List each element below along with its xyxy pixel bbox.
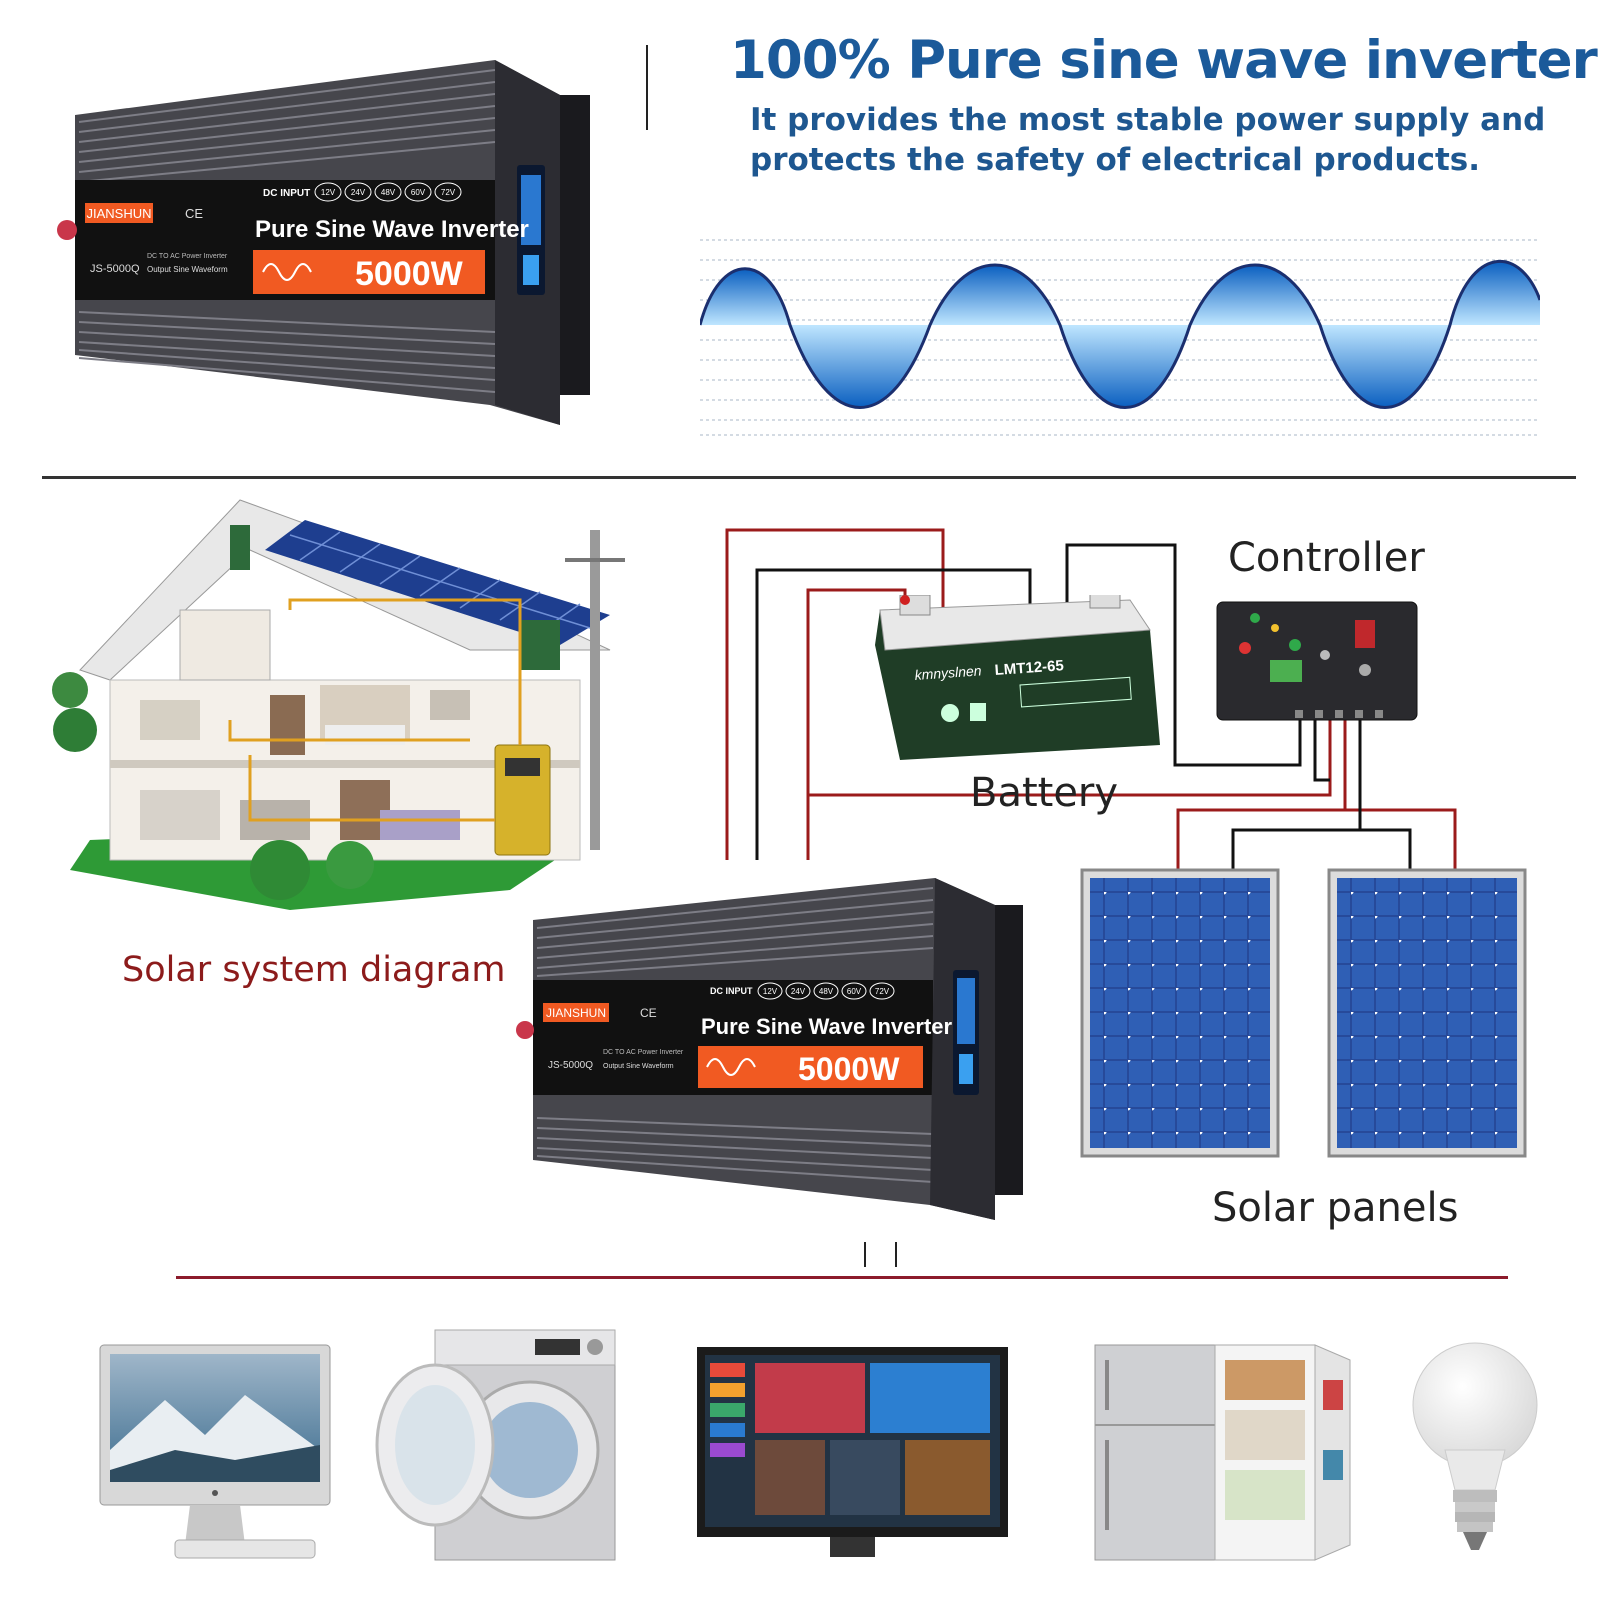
voltage-0: 12V (321, 188, 336, 197)
inverter-cert-2: CE (640, 1006, 657, 1020)
inverter-note-1: DC TO AC Power Inverter (147, 253, 228, 260)
sine-mini-icon-2 (706, 1058, 756, 1076)
sine-mini-icon (262, 263, 312, 281)
refrigerator-icon (1094, 1344, 1351, 1561)
inverter-title: Pure Sine Wave Inverter (255, 216, 529, 243)
inverter-brand-2: JIANSHUN (546, 1006, 606, 1020)
charge-controller-illustration (1216, 601, 1418, 721)
label-battery: Battery (970, 770, 1119, 816)
voltage-1-2: 24V (791, 987, 806, 996)
voltage-1: 24V (351, 188, 366, 197)
voltage-3-2: 60V (847, 987, 862, 996)
inverter-dc-input-2: DC INPUT (710, 986, 753, 996)
tick-mark-2 (895, 1242, 897, 1267)
desktop-monitor-icon (99, 1344, 331, 1559)
inverter-note-2: Output Sine Waveform (147, 265, 228, 274)
label-solar-system-diagram: Solar system diagram (122, 950, 506, 990)
voltage-3: 60V (411, 188, 426, 197)
separator-top (646, 45, 648, 130)
subline: It provides the most stable power supply… (750, 102, 1546, 178)
voltage-2: 48V (381, 188, 396, 197)
label-controller: Controller (1228, 535, 1425, 581)
inverter-model: JS-5000Q (90, 263, 140, 275)
inverter-top: JIANSHUN CE JS-5000Q DC TO AC Power Inve… (57, 60, 590, 425)
battery-illustration: kmnyslnen LMT12-65 (875, 595, 1160, 760)
solar-house-illustration (52, 499, 625, 910)
inverter-cert: CE (185, 206, 203, 221)
inverter-dc-input: DC INPUT (263, 188, 310, 199)
light-bulb-icon (1412, 1342, 1538, 1550)
inverter-brand: JIANSHUN (86, 206, 151, 221)
voltage-0-2: 12V (763, 987, 778, 996)
section-divider-2 (176, 1276, 1508, 1279)
inverter-model-2: JS-5000Q (548, 1060, 593, 1071)
inverter-power: 5000W (355, 255, 464, 293)
tick-mark-1 (864, 1242, 866, 1267)
headline: 100% Pure sine wave inverter (730, 30, 1598, 91)
solar-panel-right (1327, 868, 1527, 1158)
washing-machine-icon (375, 1329, 616, 1561)
sine-wave-graphic (700, 239, 1540, 436)
voltage-2-2: 48V (819, 987, 834, 996)
inverter-title-2: Pure Sine Wave Inverter (701, 1014, 953, 1039)
inverter-note-1-2: DC TO AC Power Inverter (603, 1049, 684, 1056)
solar-panel-left (1080, 868, 1280, 1158)
inverter-power-2: 5000W (798, 1051, 900, 1087)
television-icon (697, 1347, 1008, 1557)
section-divider-1 (42, 476, 1576, 479)
inverter-note-2-2: Output Sine Waveform (603, 1063, 674, 1070)
battery-model: LMT12-65 (994, 657, 1064, 679)
inverter-middle: JIANSHUN CE JS-5000Q DC TO AC Power Inve… (516, 878, 1023, 1220)
battery-brand: kmnyslnen (914, 662, 982, 683)
label-solar-panels: Solar panels (1212, 1185, 1459, 1231)
voltage-4: 72V (441, 188, 456, 197)
voltage-4-2: 72V (875, 987, 890, 996)
